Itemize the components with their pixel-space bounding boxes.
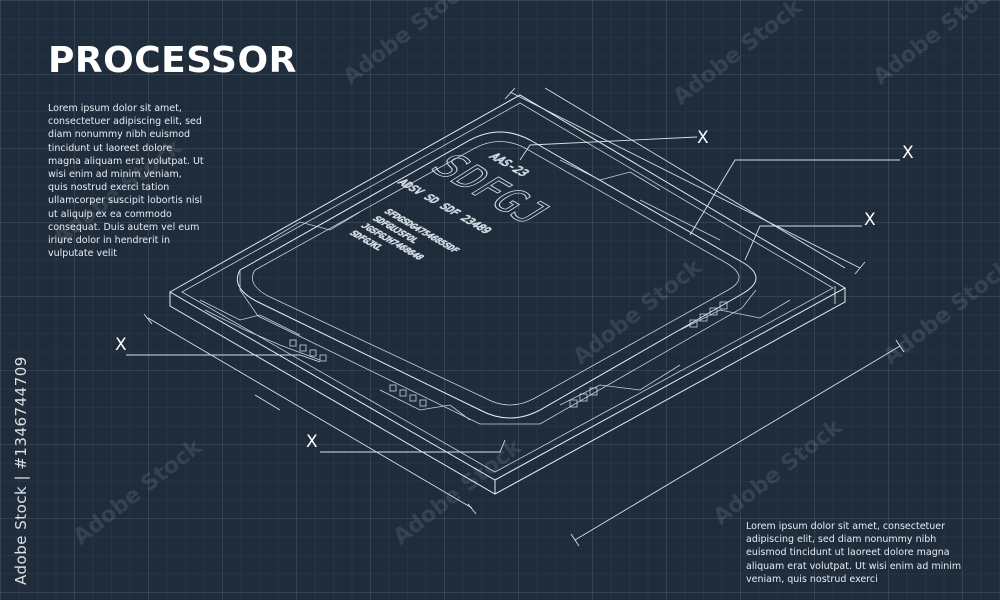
callout-marker: X	[902, 143, 914, 163]
callout-marker: X	[697, 128, 709, 148]
substrate-side	[169, 288, 846, 495]
heat-spreader-inner	[252, 141, 740, 406]
chip-labels: AAS-23 SDFGJ ADSV SD SDF 23489 SFDGSDG47…	[346, 147, 562, 263]
substrate-layer	[181, 102, 834, 473]
callout-marker: X	[306, 432, 318, 452]
heat-spreader-side	[239, 270, 757, 425]
heat-spreader	[236, 131, 757, 419]
dimension-lines	[143, 87, 905, 547]
description-left: Lorem ipsum dolor sit amet, consectetuer…	[48, 103, 204, 260]
callout-marker: X	[864, 210, 876, 230]
description-right: Lorem ipsum dolor sit amet, consectetuer…	[746, 521, 962, 585]
callout-leaders	[126, 136, 900, 453]
page-title: PROCESSOR	[48, 40, 297, 81]
callout-marker: X	[115, 335, 127, 355]
circuit-traces	[199, 159, 791, 421]
substrate-top	[168, 94, 847, 481]
contact-pads	[289, 301, 728, 408]
